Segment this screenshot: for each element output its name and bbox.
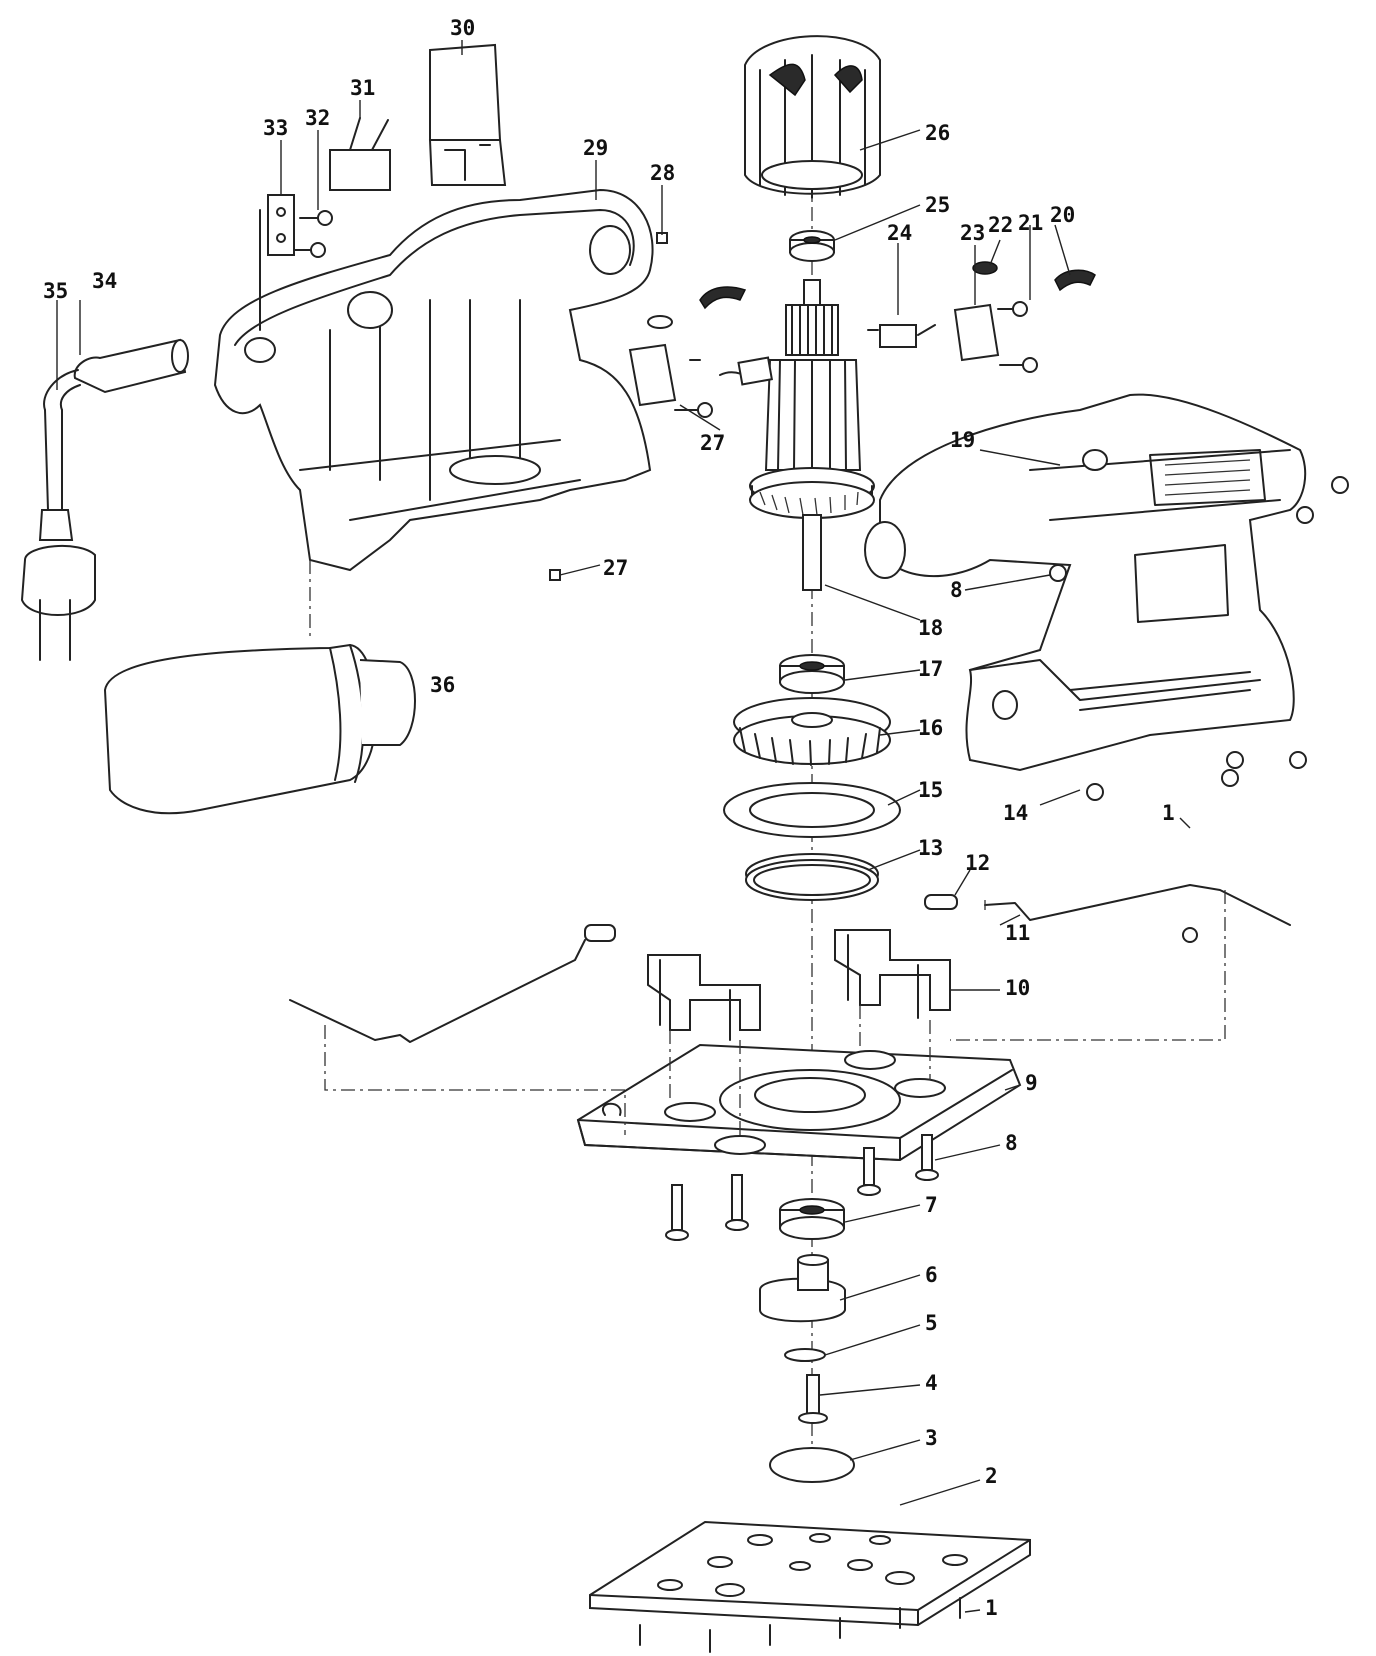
- label-32: 32: [305, 106, 330, 130]
- label-8a: 8: [950, 578, 963, 602]
- label-5: 5: [925, 1311, 938, 1335]
- cord-guard: [73, 338, 189, 394]
- pad-screws: [639, 1597, 961, 1653]
- brush-holder-left: [628, 286, 774, 418]
- eccentric-counterweight: [759, 1254, 846, 1323]
- label-2: 2: [985, 1464, 998, 1488]
- label-1a: 1: [1162, 801, 1175, 825]
- label-8b: 8: [1005, 1131, 1018, 1155]
- label-30: 30: [450, 16, 475, 40]
- brush-holder-right: [867, 261, 1096, 373]
- wire-rod-left: [289, 890, 1226, 1135]
- label-31: 31: [350, 76, 375, 100]
- label-23: 23: [960, 221, 985, 245]
- sleeve-left: [584, 924, 616, 942]
- washer-5: [784, 1348, 826, 1362]
- wire-rod-right: [984, 884, 1291, 926]
- label-12: 12: [965, 851, 990, 875]
- rubber-mount-right: [834, 929, 951, 1019]
- center-bolt: [798, 1374, 828, 1424]
- switch: [428, 43, 507, 186]
- label-36: 36: [430, 673, 455, 697]
- label-21: 21: [1018, 211, 1043, 235]
- label-9: 9: [1025, 1071, 1038, 1095]
- label-27a: 27: [700, 431, 725, 455]
- field-stator: [744, 35, 881, 199]
- armature: [749, 279, 875, 591]
- right-housing-half: [864, 393, 1307, 772]
- left-housing-half: [213, 188, 654, 572]
- label-18: 18: [918, 616, 943, 640]
- label-10: 10: [1005, 976, 1030, 1000]
- sleeve-12: [924, 894, 958, 910]
- label-29: 29: [583, 136, 608, 160]
- label-19: 19: [950, 428, 975, 452]
- label-20: 20: [1050, 203, 1075, 227]
- leader-lines: [56, 40, 1191, 1613]
- label-34: 34: [92, 269, 117, 293]
- label-3: 3: [925, 1426, 938, 1450]
- sanding-pad: [589, 1520, 1031, 1627]
- label-1b: 1: [985, 1596, 998, 1620]
- label-4: 4: [925, 1371, 938, 1395]
- label-26: 26: [925, 121, 950, 145]
- power-cord: [20, 369, 96, 661]
- disc-3: [769, 1447, 855, 1483]
- label-16: 16: [918, 716, 943, 740]
- label-11: 11: [1005, 921, 1030, 945]
- label-28: 28: [650, 161, 675, 185]
- label-13: 13: [918, 836, 943, 860]
- label-24: 24: [887, 221, 912, 245]
- base-screws: [665, 1134, 939, 1241]
- middle-bearing: [779, 654, 845, 694]
- seal-ring: [745, 853, 879, 901]
- label-35: 35: [43, 279, 68, 303]
- label-22: 22: [988, 213, 1013, 237]
- fan-washer: [723, 782, 901, 838]
- cord-clamp: [259, 194, 295, 331]
- upper-bearing: [789, 230, 835, 262]
- base-plate: [576, 1043, 1022, 1162]
- dust-bag: [103, 643, 416, 815]
- label-33: 33: [263, 116, 288, 140]
- label-7: 7: [925, 1193, 938, 1217]
- label-6: 6: [925, 1263, 938, 1287]
- cooling-fan: [733, 697, 891, 766]
- rubber-mount-left: [647, 954, 761, 1041]
- label-15: 15: [918, 778, 943, 802]
- capacitor: [329, 117, 391, 191]
- label-27b: 27: [603, 556, 628, 580]
- clamp-screws: [294, 210, 333, 258]
- lower-bearing: [779, 1198, 845, 1240]
- label-17: 17: [918, 657, 943, 681]
- label-25: 25: [925, 193, 950, 217]
- housing-screws-right: [1049, 476, 1349, 943]
- label-14: 14: [1003, 801, 1028, 825]
